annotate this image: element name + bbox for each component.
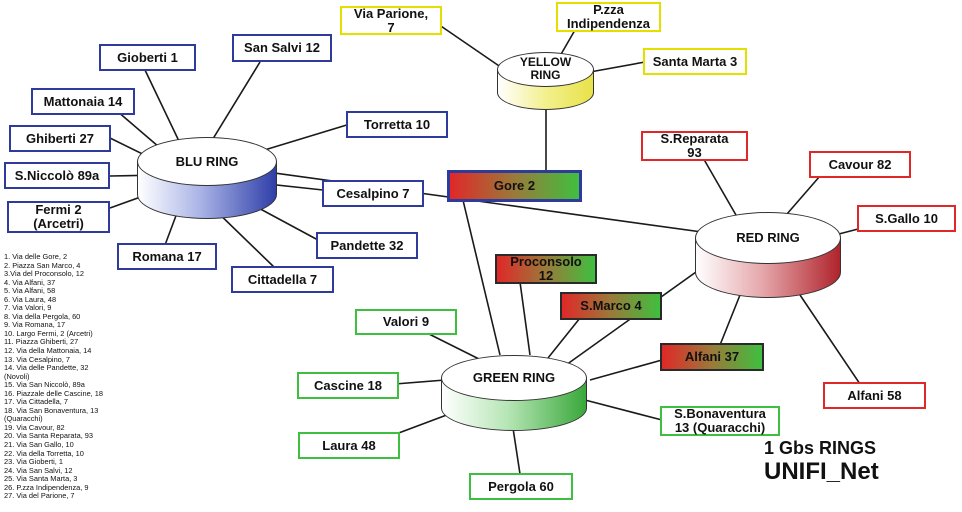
legend-item: 14. Via delle Pandette, 32 xyxy=(4,363,89,373)
node-sbonaventura: S.Bonaventura 13 (Quaracchi) xyxy=(660,406,780,436)
legend-item: 10. Largo Fermi, 2 (Arcetri) xyxy=(4,328,93,338)
node-sniccolo: S.Niccolò 89a xyxy=(4,162,110,189)
blu-ring-label: BLU RING xyxy=(137,137,277,187)
legend-item: 21. Via San Gallo, 10 xyxy=(4,440,74,450)
legend-item: 11. Piazza Ghiberti, 27 xyxy=(4,337,79,347)
legend-item: 15. Via San Niccolò, 89a xyxy=(4,380,85,390)
caption-rings: 1 Gbs RINGS xyxy=(764,438,877,458)
node-santa-marta: Santa Marta 3 xyxy=(643,48,747,75)
legend-item: 1. Via delle Gore, 2 xyxy=(4,252,68,261)
node-via-parione: Via Parione, 7 xyxy=(340,6,442,35)
node-cavour: Cavour 82 xyxy=(809,151,911,178)
blu-ring: BLU RING xyxy=(137,137,277,219)
legend-item: (Quaracchi) xyxy=(4,414,43,424)
node-cittadella: Cittadella 7 xyxy=(231,266,334,293)
node-smarco: S.Marco 4 xyxy=(560,292,662,320)
yellow-ring: YELLOW RING xyxy=(497,52,594,110)
node-fermi: Fermi 2 (Arcetri) xyxy=(7,201,110,233)
legend-item: 18. Via San Bonaventura, 13 xyxy=(4,405,99,415)
legend-item: 19. Via Cavour, 82 xyxy=(4,422,65,432)
node-gioberti: Gioberti 1 xyxy=(99,44,196,71)
node-sreparata: S.Reparata 93 xyxy=(641,131,748,161)
legend-item: 13. Via Cesalpino, 7 xyxy=(4,354,71,364)
node-mattonaia: Mattonaia 14 xyxy=(31,88,135,115)
legend-item: 24. Via San Salvi, 12 xyxy=(4,465,73,475)
red-ring-label: RED RING xyxy=(695,212,841,264)
legend-item: 16. Piazzale delle Cascine, 18 xyxy=(4,388,104,398)
legend-item: 2. Piazza San Marco, 4 xyxy=(4,260,81,270)
node-ghiberti: Ghiberti 27 xyxy=(9,125,111,152)
link-green-sbonaventura xyxy=(584,399,663,421)
node-cascine: Cascine 18 xyxy=(297,372,399,399)
green-ring-label: GREEN RING xyxy=(441,355,587,401)
legend-item: 5. Via Alfani, 58 xyxy=(4,286,56,296)
legend-item: 23. Via Gioberti, 1 xyxy=(4,457,64,467)
legend-item: 20. Via Santa Reparata, 93 xyxy=(4,431,94,441)
link-red-alfani37 xyxy=(719,294,741,346)
node-pergola: Pergola 60 xyxy=(469,473,573,500)
node-laura: Laura 48 xyxy=(298,432,400,459)
legend-item: 7. Via Valori, 9 xyxy=(4,303,52,313)
node-valori: Valori 9 xyxy=(355,309,457,335)
node-gore: Gore 2 xyxy=(447,170,582,202)
link-smarco-green xyxy=(547,317,581,359)
link-gore-green xyxy=(461,195,501,356)
link-green-pergola xyxy=(512,427,521,475)
legend-item: 9. Via Romana, 17 xyxy=(4,320,66,330)
link-proconsolo-green xyxy=(519,281,531,356)
caption-title: UNIFI_Net xyxy=(764,458,879,485)
link-green-valori xyxy=(424,331,486,363)
yellow-ring-label: YELLOW RING xyxy=(497,52,594,87)
legend-item: (Novoli) xyxy=(4,371,30,381)
legend-item: 12. Via della Mattonaia, 14 xyxy=(4,346,92,356)
node-alfani-37: Alfani 37 xyxy=(660,343,764,371)
link-red-sreparata xyxy=(701,155,741,223)
node-alfani-58: Alfani 58 xyxy=(823,382,926,409)
legend-item: 17. Via Cittadella, 7 xyxy=(4,397,68,407)
legend-item: 4. Via Alfani, 37 xyxy=(4,277,56,287)
legend-item: 26. P.zza Indipendenza, 9 xyxy=(4,482,89,492)
link-yellow-santamarta xyxy=(589,61,646,73)
legend-item: 22. Via della Torretta, 10 xyxy=(4,448,84,458)
node-romana: Romana 17 xyxy=(117,243,217,270)
red-ring: RED RING xyxy=(695,212,841,298)
link-yellow-indip xyxy=(559,29,576,57)
legend-item: 6. Via Laura, 48 xyxy=(4,294,57,304)
legend-item: 25. Via Santa Marta, 3 xyxy=(4,474,78,484)
node-san-salvi: San Salvi 12 xyxy=(232,34,332,62)
link-green-cascine xyxy=(394,379,446,385)
link-green-alfani37 xyxy=(589,359,663,381)
legend-item: 27. Via del Parione, 7 xyxy=(4,491,75,501)
node-sgallo: S.Gallo 10 xyxy=(857,205,956,232)
node-proconsolo: Proconsolo 12 xyxy=(495,254,597,284)
node-cesalpino: Cesalpino 7 xyxy=(322,180,424,207)
green-ring: GREEN RING xyxy=(441,355,587,431)
link-yellow-parione xyxy=(434,21,506,71)
legend-item: 8. Via della Pergola, 60 xyxy=(4,311,81,321)
node-pzza-indipendenza: P.zza Indipendenza xyxy=(556,2,661,32)
node-torretta: Torretta 10 xyxy=(346,111,448,138)
legend-item: 3.Via del Proconsolo, 12 xyxy=(4,269,84,279)
link-red-alfani58 xyxy=(799,294,861,385)
node-pandette: Pandette 32 xyxy=(316,232,418,259)
